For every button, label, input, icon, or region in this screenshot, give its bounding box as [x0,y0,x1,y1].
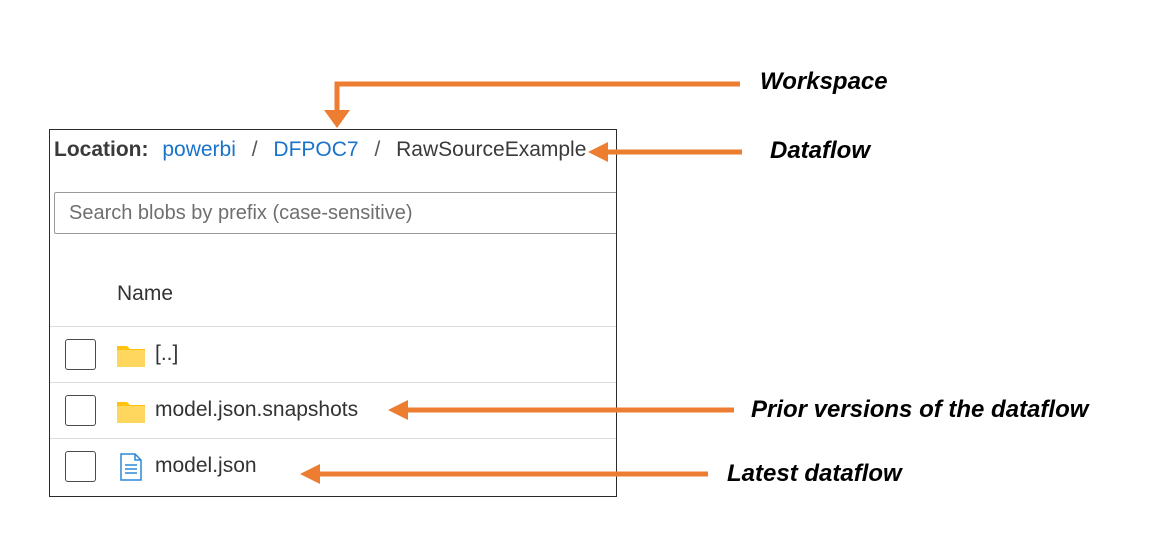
annotation-workspace: Workspace [760,68,888,95]
breadcrumb-link-workspace[interactable]: powerbi [162,138,236,161]
table-row[interactable]: model.json [50,438,616,494]
breadcrumb-link-dataflow-folder[interactable]: DFPOC7 [273,138,359,161]
prior-versions-arrowhead [388,400,408,420]
workspace-arrowhead [324,110,350,128]
annotation-prior-versions: Prior versions of the dataflow [751,396,1089,423]
folder-icon [117,346,145,367]
annotation-latest-dataflow: Latest dataflow [727,460,902,487]
table-row[interactable]: model.json.snapshots [50,382,616,438]
search-input[interactable] [55,193,616,233]
breadcrumb-separator: / [374,138,381,161]
column-header-name[interactable]: Name [117,282,174,305]
breadcrumb-separator: / [251,138,258,161]
workspace-arrow [334,81,740,114]
row-name[interactable]: model.json [155,454,257,477]
row-name[interactable]: [..] [155,342,179,365]
location-breadcrumb: Location: powerbi / DFPOC7 / RawSourceEx… [54,138,586,162]
row-name[interactable]: model.json.snapshots [155,398,359,421]
dataflow-arrowhead [588,142,608,162]
json-file-icon [120,453,142,481]
blob-browser-panel: Location: powerbi / DFPOC7 / RawSourceEx… [49,129,617,497]
row-checkbox[interactable] [65,395,96,426]
annotation-dataflow: Dataflow [770,137,871,164]
location-label: Location: [54,138,149,161]
latest-dataflow-arrowhead [300,464,320,484]
folder-icon [117,402,145,423]
row-checkbox[interactable] [65,339,96,370]
breadcrumb-current: RawSourceExample [396,138,587,161]
table-row[interactable]: [..] [50,326,616,382]
search-box [54,192,616,234]
row-checkbox[interactable] [65,451,96,482]
